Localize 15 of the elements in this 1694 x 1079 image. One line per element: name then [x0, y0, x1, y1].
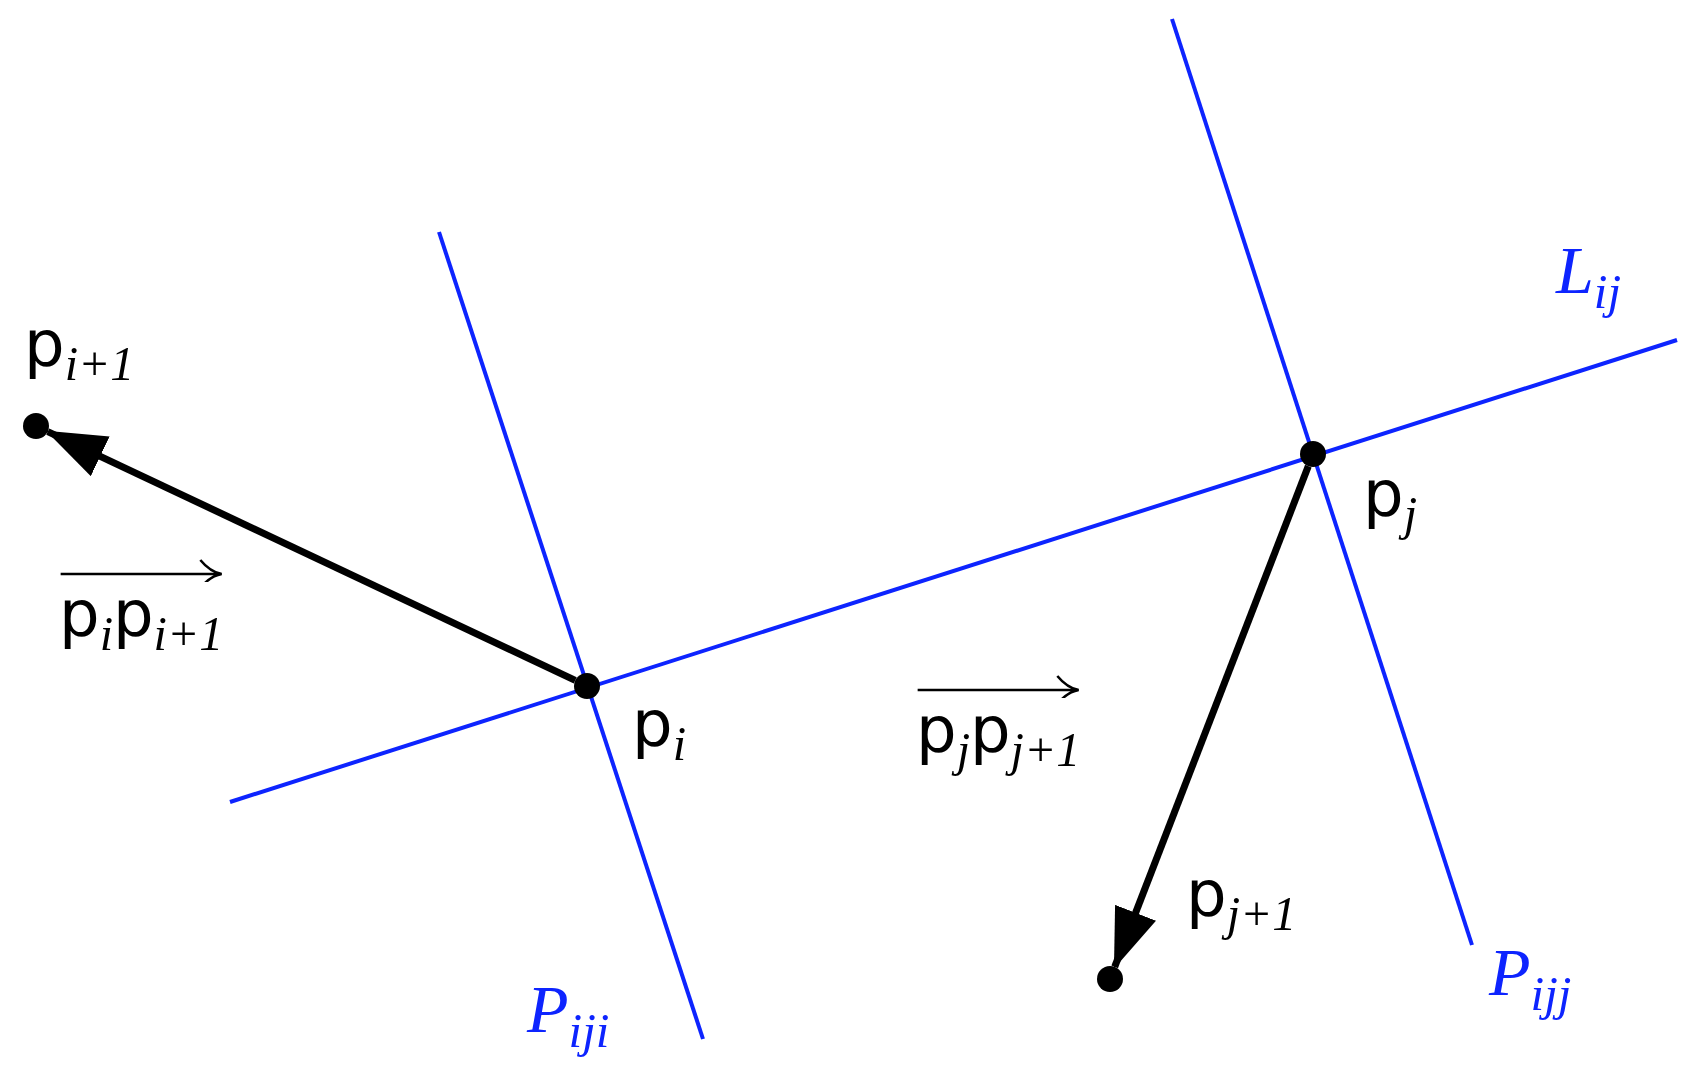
edge-label: p$_{i}$p$_{i+1}$: [59, 582, 224, 659]
edge-label: p$_{j}$p$_{j+1}$: [916, 698, 1081, 775]
arrow: [1111, 464, 1312, 969]
point-label: p$_{i}$: [632, 692, 686, 769]
point-dot: [1300, 441, 1326, 467]
line-label: P$_{ijj}$: [1489, 938, 1572, 1019]
point-dot: [1097, 966, 1123, 992]
point-label: p$_{j+1}$: [1186, 862, 1297, 939]
point-dot: [23, 413, 49, 439]
point-label: p$_{i+1}$: [24, 312, 135, 389]
point-label: p$_{j}$: [1363, 462, 1417, 539]
arrow: [45, 428, 577, 684]
line-label: P$_{iji}$: [527, 975, 610, 1056]
point-dot: [574, 673, 600, 699]
line-label: L$_{ij}$: [1556, 236, 1622, 317]
